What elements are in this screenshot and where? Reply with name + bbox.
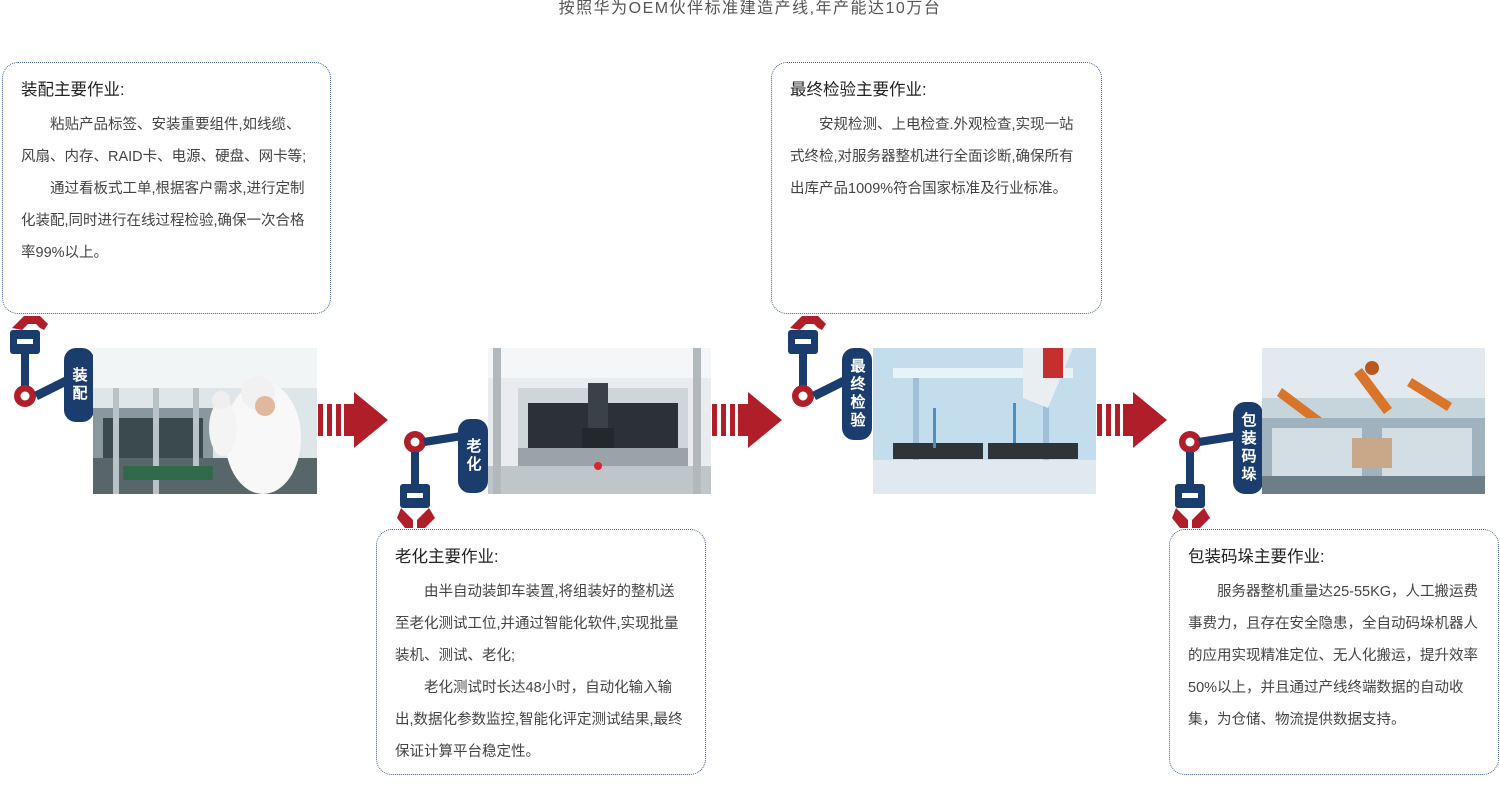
- packaging-title: 包装码垛主要作业:: [1188, 548, 1325, 566]
- aging-tag: 老化: [458, 419, 488, 493]
- assembly-description-box: 装配主要作业: 粘贴产品标签、安装重要组件,如线缆、风扇、内存、RAID卡、电源…: [2, 62, 331, 314]
- assembly-tag: 装配: [64, 348, 94, 422]
- process-arrow-2: [712, 392, 782, 448]
- final-inspection-photo: [873, 348, 1096, 494]
- aging-paragraph-1: 由半自动装卸车装置,将组装好的整机送至老化测试工位,并通过智能化软件,实现批量装…: [395, 584, 679, 664]
- assembly-photo: [93, 348, 317, 494]
- process-arrow-3: [1097, 392, 1167, 448]
- assembly-paragraph-1: 粘贴产品标签、安装重要组件,如线缆、风扇、内存、RAID卡、电源、硬盘、网卡等;: [21, 117, 307, 165]
- packaging-paragraph-1: 服务器整机重量达25-55KG，人工搬运费事费力，且存在安全隐患，全自动码垛机器…: [1188, 584, 1479, 728]
- robot-arm-icon: [1172, 431, 1238, 528]
- aging-description-box: 老化主要作业: 由半自动装卸车装置,将组装好的整机送至老化测试工位,并通过智能化…: [376, 529, 706, 775]
- assembly-paragraph-2: 通过看板式工单,根据客户需求,进行定制化装配,同时进行在线过程检验,确保一次合格…: [21, 181, 305, 261]
- aging-title: 老化主要作业:: [395, 548, 499, 566]
- final-inspection-tag: 最终检验: [842, 348, 872, 440]
- aging-photo: [488, 348, 711, 494]
- assembly-title: 装配主要作业:: [21, 81, 125, 99]
- final-inspection-title: 最终检验主要作业:: [790, 81, 927, 99]
- robot-arm-icon: [397, 431, 463, 528]
- page-subtitle: 按照华为OEM伙伴标准建造产线,年产能达10万台: [558, 0, 942, 17]
- final-inspection-description-box: 最终检验主要作业: 安规检测、上电检查.外观检查,实现一站式终检,对服务器整机进…: [771, 62, 1102, 314]
- packaging-description-box: 包装码垛主要作业: 服务器整机重量达25-55KG，人工搬运费事费力，且存在安全…: [1169, 529, 1499, 775]
- final-inspection-paragraph-1: 安规检测、上电检查.外观检查,实现一站式终检,对服务器整机进行全面诊断,确保所有…: [790, 117, 1074, 197]
- packaging-photo: [1262, 348, 1485, 494]
- aging-paragraph-2: 老化测试时长达48小时，自动化输入输出,数据化参数监控,智能化评定测试结果,最终…: [395, 680, 683, 760]
- packaging-tag: 包装码垛: [1233, 402, 1263, 494]
- process-arrow-1: [318, 392, 388, 448]
